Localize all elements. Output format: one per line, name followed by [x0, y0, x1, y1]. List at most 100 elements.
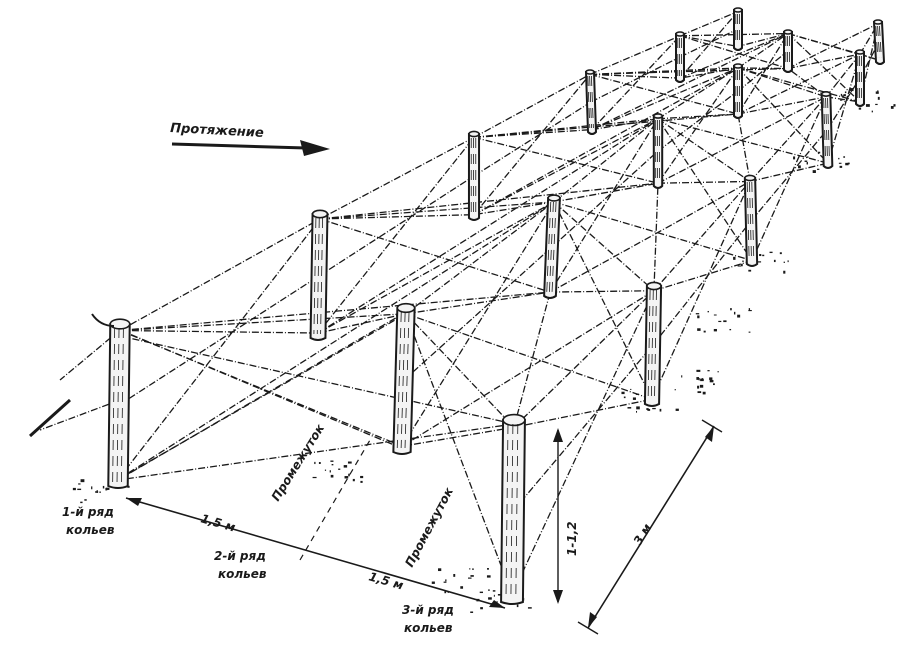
ground-speck [807, 162, 808, 164]
barbed-wire [738, 97, 826, 114]
barbed-wire [402, 291, 654, 447]
passage-label-left: Промежуток [269, 421, 328, 504]
ground-speck [106, 488, 109, 490]
barbed-wire [404, 247, 552, 380]
row2-label-line2: кольев [218, 567, 267, 581]
ground-speck [737, 315, 740, 318]
ground-speck [472, 568, 473, 570]
barbed-wire [550, 181, 750, 292]
ground-speck [488, 589, 490, 590]
ground-speck [338, 469, 340, 470]
ground-speck [493, 590, 496, 591]
ground-speck [697, 315, 699, 318]
ground-speck [353, 479, 355, 481]
barbed-wire [826, 54, 860, 97]
barbed-wire [590, 36, 680, 75]
barbed-wire [658, 119, 750, 182]
ground-speck [839, 163, 842, 164]
ground-speck [77, 489, 81, 490]
ground-speck [723, 320, 726, 322]
ground-speck [748, 310, 751, 311]
ground-speck [713, 383, 715, 385]
ground-texture [73, 88, 896, 613]
ground-speck [729, 329, 731, 330]
ground-speck [784, 262, 785, 263]
ground-speck [696, 377, 699, 380]
barbed-wire [318, 119, 658, 333]
row2-label-line1: 2-й ряд [214, 549, 266, 563]
barbed-wire [474, 74, 590, 214]
ground-speck [891, 106, 894, 109]
fence-post-row1-5 [676, 32, 684, 82]
ground-speck [325, 470, 326, 471]
barbed-wire [554, 202, 654, 291]
barbed-wire [320, 202, 554, 219]
barbed-wire [118, 219, 320, 480]
barbed-wire [658, 91, 738, 151]
ground-speck [314, 462, 315, 464]
fence-post-row2-5 [784, 30, 792, 72]
fence-post-row1-2 [311, 210, 328, 340]
ground-speck [313, 477, 317, 478]
ground-speck [838, 158, 839, 159]
post-distance-label: 3 м [631, 521, 655, 548]
ground-speck [733, 257, 735, 260]
barbed-wire [550, 291, 654, 292]
barbed-wire [751, 130, 827, 221]
ground-speck [696, 370, 700, 372]
ground-speck [762, 255, 764, 256]
ground-speck [843, 94, 845, 96]
ground-speck [710, 380, 714, 382]
row-divider-dashed [300, 440, 370, 560]
ground-speck [700, 379, 704, 381]
post-height-label: 1-1,2 [565, 521, 579, 556]
barbed-wire [654, 181, 750, 290]
ground-speck [741, 264, 743, 266]
ground-speck [798, 165, 801, 168]
ground-speck [843, 156, 845, 157]
fence-post-row3-6 [874, 20, 884, 64]
ground-speck [73, 488, 76, 490]
barbed-wire [592, 36, 680, 130]
ground-speck [714, 315, 717, 316]
dimension-arrow-height-bottom [553, 590, 563, 604]
ground-speck [480, 607, 483, 609]
diagram-labels: Протяжение 1-й ряд кольев 2-й ряд кольев… [62, 121, 654, 635]
wire-end-stub [30, 400, 70, 436]
ground-speck [360, 481, 362, 483]
barbed-wire [318, 202, 554, 333]
barbed-wire [680, 12, 738, 36]
ground-speck [91, 486, 92, 489]
ground-speck [444, 582, 447, 583]
barbed-wire [658, 119, 752, 261]
ground-speck [708, 311, 709, 312]
ground-speck [348, 462, 352, 464]
ground-speck [848, 163, 850, 165]
ground-speck [788, 260, 789, 262]
ground-speck [494, 595, 495, 597]
spacing-label-1: 1,5 м [199, 511, 237, 534]
dimension-line-row-spacing [126, 498, 505, 608]
barbed-wire [406, 202, 554, 314]
ground-speck [813, 170, 816, 173]
fence-post-row2-2 [544, 195, 560, 298]
barbed-wire [652, 181, 750, 399]
barbed-wire [513, 345, 653, 511]
barbed-wire [120, 336, 514, 424]
ground-speck [103, 486, 104, 489]
ground-speck [709, 377, 712, 380]
barbed-wire [318, 137, 474, 333]
barbed-wire [120, 314, 406, 331]
barbed-wire [406, 292, 550, 314]
ground-speck [876, 91, 879, 93]
barbed-wire [788, 54, 860, 68]
ground-speck [95, 491, 98, 493]
fence-posts [108, 8, 884, 604]
ground-speck [624, 397, 626, 399]
ground-speck [432, 582, 435, 584]
ground-speck [748, 270, 751, 272]
ground-speck [469, 568, 470, 569]
barbed-wire [554, 183, 658, 202]
ground-speck [697, 386, 699, 389]
